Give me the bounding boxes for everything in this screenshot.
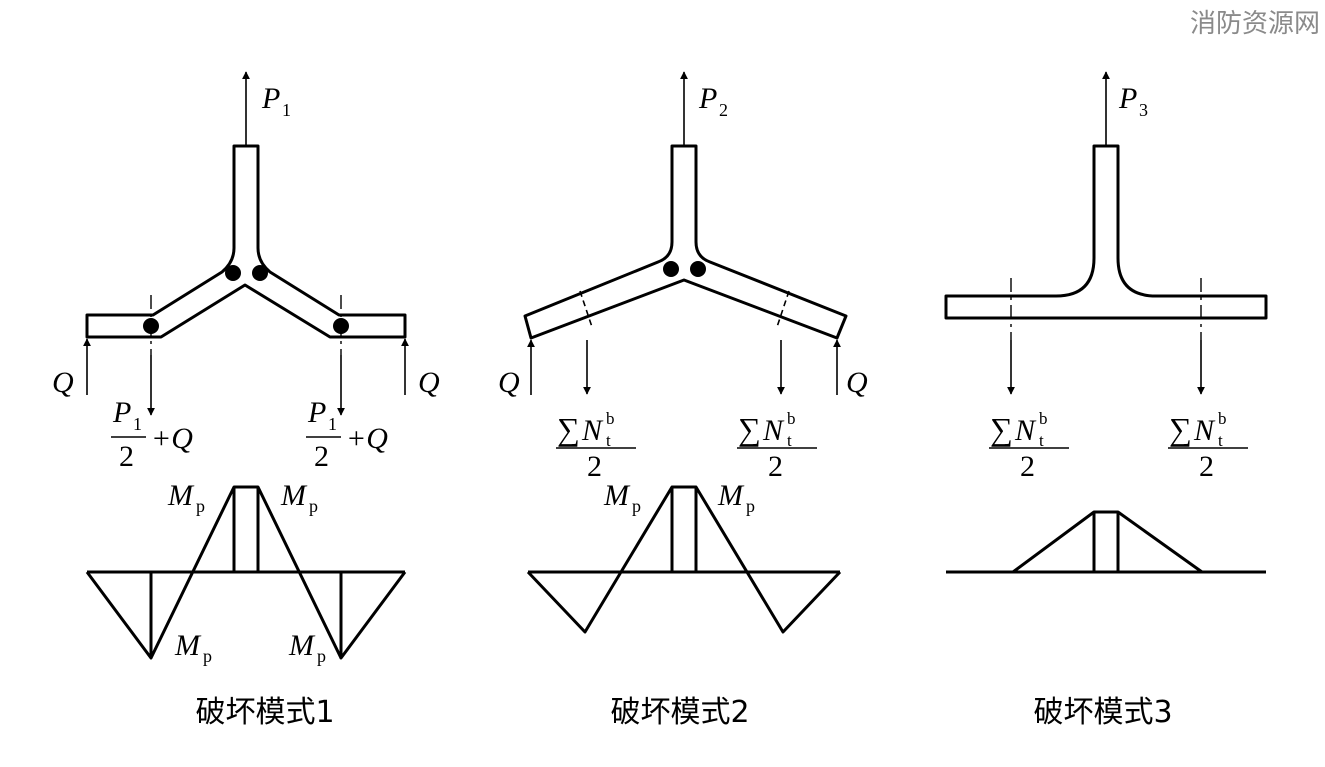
formula-left: ∑ N b t 2 [989,409,1069,483]
svg-text:p: p [632,496,641,516]
label-p3: P [1118,82,1137,115]
plastic-hinge [225,265,241,281]
moment-diagram-1 [85,485,407,660]
section-cut-left [579,290,593,328]
svg-text:b: b [606,409,615,428]
svg-text:t: t [787,431,792,450]
label-p2: P [698,82,717,115]
svg-text:t: t [1218,431,1223,450]
svg-text:1: 1 [133,414,142,434]
svg-text:+Q: +Q [346,422,388,455]
label-mp: M [603,479,631,512]
svg-text:p: p [746,496,755,516]
label-p1-sub: 1 [282,100,291,120]
svg-text:P: P [307,396,326,429]
label-mp: M [288,629,316,662]
svg-text:2: 2 [314,440,329,473]
plastic-hinge [252,265,268,281]
mode-1: P 1 Q Q P 1 2 +Q P 1 2 +Q [52,71,440,730]
svg-text:N: N [762,414,785,447]
caption-mode-3: 破坏模式3 [1033,695,1172,730]
formula-left: ∑ N b t 2 [556,409,636,483]
svg-text:∑: ∑ [990,411,1013,447]
moment-diagram-3 [946,510,1266,574]
caption-mode-1: 破坏模式1 [195,695,334,730]
formula-right: P 1 2 +Q [306,396,388,473]
svg-text:N: N [1193,414,1216,447]
svg-text:N: N [1014,414,1037,447]
svg-text:2: 2 [119,440,134,473]
svg-text:∑: ∑ [557,411,580,447]
label-mp: M [174,629,202,662]
svg-text:p: p [196,496,205,516]
label-p3-sub: 3 [1139,100,1148,120]
svg-text:∑: ∑ [738,411,761,447]
svg-text:p: p [309,496,318,516]
mode-3: P 3 ∑ N b t 2 ∑ N b t 2 破坏模式3 [944,71,1268,730]
svg-text:∑: ∑ [1169,411,1192,447]
label-mp: M [717,479,745,512]
svg-text:t: t [606,431,611,450]
y-joint-member-1 [85,144,407,339]
label-q-right: Q [846,366,868,399]
svg-text:2: 2 [587,450,602,483]
label-q-left: Q [498,366,520,399]
plastic-hinge [663,261,679,277]
svg-text:b: b [787,409,796,428]
formula-left: P 1 2 +Q [111,396,193,473]
formula-right: ∑ N b t 2 [1168,409,1248,483]
formula-right: ∑ N b t 2 [737,409,817,483]
watermark: 消防资源网 [1190,9,1320,39]
svg-text:p: p [203,646,212,666]
svg-text:2: 2 [1199,450,1214,483]
svg-text:b: b [1039,409,1048,428]
t-joint-member-3 [944,144,1268,320]
label-mp: M [167,479,195,512]
moment-diagram-2 [526,485,842,634]
label-q-left: Q [52,366,74,399]
svg-text:P: P [112,396,131,429]
mode-2: P 2 Q Q ∑ N b t 2 ∑ N b t 2 [498,71,868,730]
svg-text:b: b [1218,409,1227,428]
svg-text:p: p [317,646,326,666]
label-p1: P [261,82,280,115]
svg-text:+Q: +Q [151,422,193,455]
svg-text:N: N [581,414,604,447]
label-mp: M [280,479,308,512]
svg-text:2: 2 [1020,450,1035,483]
svg-text:2: 2 [768,450,783,483]
svg-text:t: t [1039,431,1044,450]
label-p2-sub: 2 [719,100,728,120]
plastic-hinge [690,261,706,277]
caption-mode-2: 破坏模式2 [610,695,749,730]
y-joint-member-2 [523,144,848,340]
svg-text:1: 1 [328,414,337,434]
section-cut-right [776,290,790,328]
label-q-right: Q [418,366,440,399]
